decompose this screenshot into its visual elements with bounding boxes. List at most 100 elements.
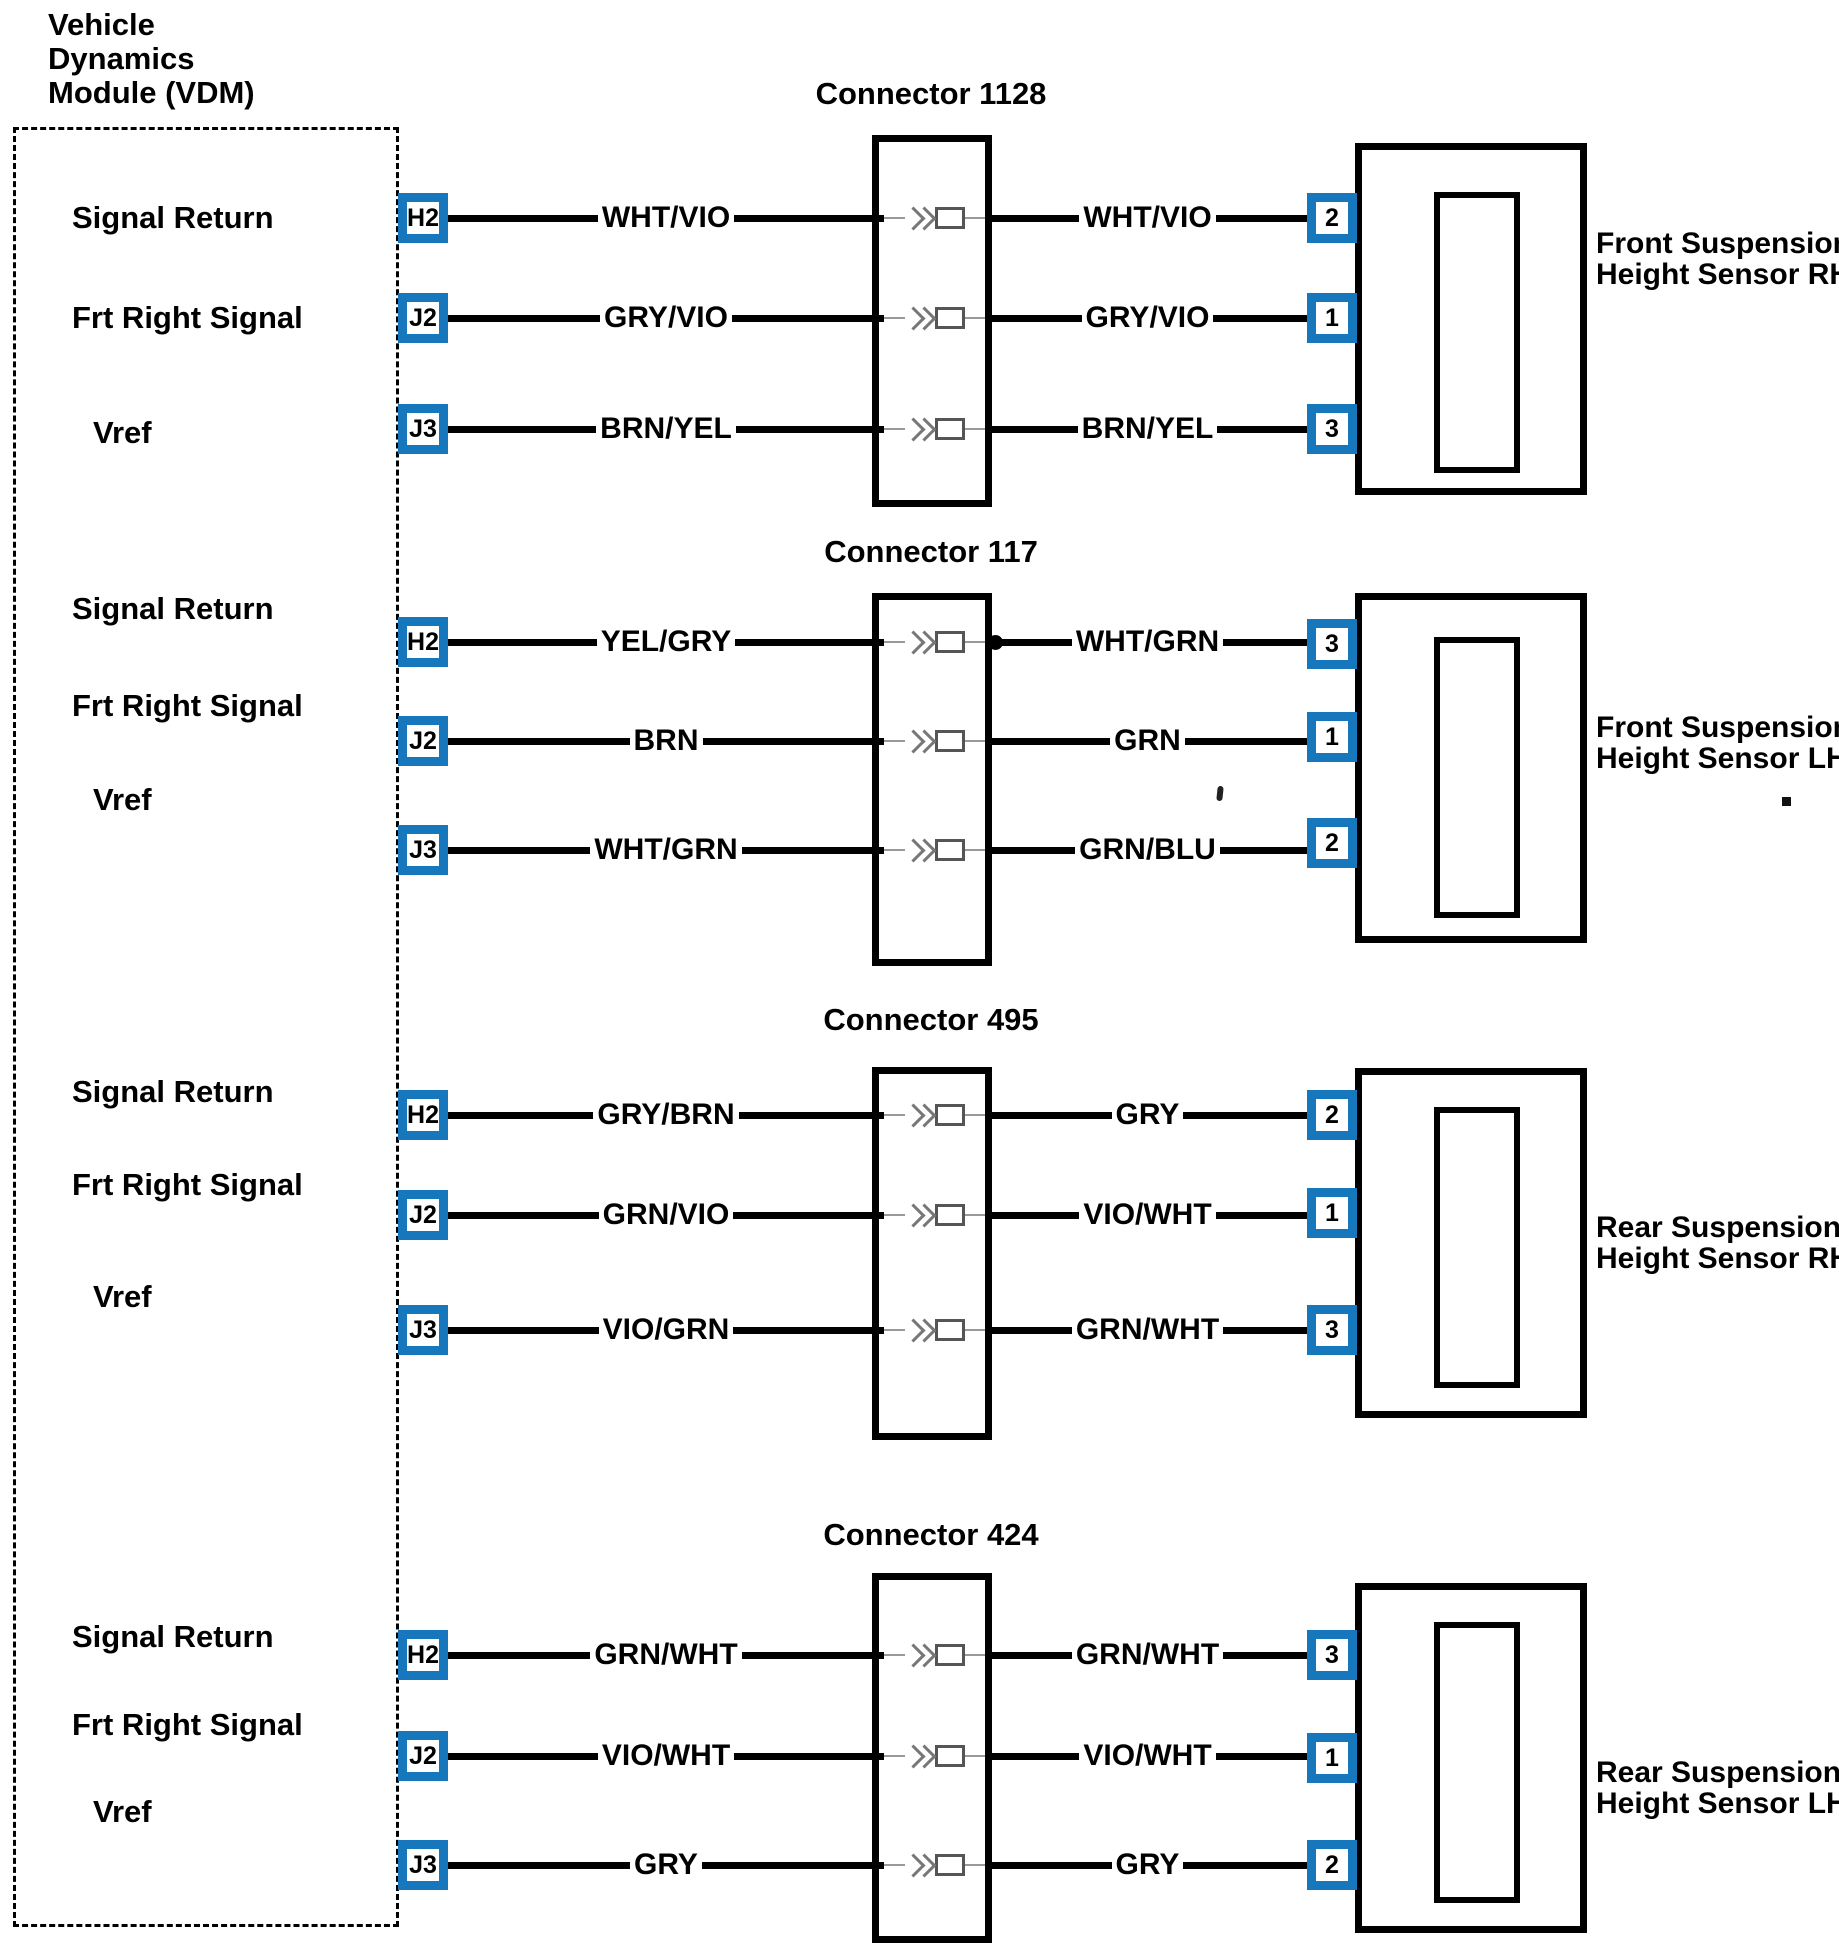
sensor-pin-label: 2 bbox=[1325, 1850, 1339, 1879]
wire: WHT/GRN bbox=[988, 622, 1307, 662]
wire: GRN/BLU bbox=[988, 830, 1307, 870]
sensor-pin-box: 3 bbox=[1307, 404, 1357, 454]
vdm-signal-label: Frt Right Signal bbox=[72, 1167, 303, 1202]
wire-color-label: WHT/GRN bbox=[1075, 625, 1220, 658]
wire: BRN/YEL bbox=[988, 409, 1307, 449]
connector-title: Connector 117 bbox=[824, 534, 1038, 569]
wire-color-label: VIO/GRN bbox=[602, 1313, 730, 1346]
sensor-pin-box: 2 bbox=[1307, 818, 1357, 868]
sensor-pin-label: 2 bbox=[1325, 203, 1339, 232]
wire-color-label: YEL/GRY bbox=[600, 625, 732, 658]
sensor-pin-box: 2 bbox=[1307, 1090, 1357, 1140]
wire-color-label: GRY bbox=[1115, 1098, 1180, 1131]
sensor-label-line: Rear Suspension bbox=[1596, 1211, 1839, 1244]
wire: GRN/WHT bbox=[448, 1635, 884, 1675]
wire-color-label: GRN/VIO bbox=[602, 1198, 730, 1231]
module-pin-box: J3 bbox=[398, 404, 448, 454]
sensor-pin-label: 2 bbox=[1325, 1100, 1339, 1129]
sensor-label-line: Front Suspension bbox=[1596, 227, 1839, 260]
vdm-signal-label: Frt Right Signal bbox=[72, 300, 303, 335]
sensor-pin-label: 1 bbox=[1325, 1198, 1339, 1227]
vdm-signal-label: Signal Return bbox=[72, 591, 274, 626]
splice-rect-icon bbox=[934, 839, 965, 861]
wire-color-label: WHT/VIO bbox=[601, 201, 731, 234]
splice-symbol bbox=[884, 1845, 985, 1885]
sensor-inner-rect bbox=[1434, 1622, 1520, 1903]
wire: WHT/GRN bbox=[448, 830, 884, 870]
wire: GRY bbox=[988, 1845, 1307, 1885]
splice-symbol bbox=[884, 198, 985, 238]
splice-symbol bbox=[884, 830, 985, 870]
vdm-signal-label: Frt Right Signal bbox=[72, 1707, 303, 1742]
splice-symbol bbox=[884, 1095, 985, 1135]
sensor-pin-label: 3 bbox=[1325, 414, 1339, 443]
module-pin-box: J2 bbox=[398, 1731, 448, 1781]
wire: GRY bbox=[988, 1095, 1307, 1135]
wire: GRN bbox=[988, 721, 1308, 761]
sensor-box bbox=[1355, 1068, 1587, 1418]
wire-color-label: WHT/GRN bbox=[594, 833, 738, 866]
sensor-label-line: Height Sensor LH bbox=[1596, 1787, 1839, 1820]
module-pin-label: J2 bbox=[409, 1200, 437, 1229]
wire: GRY/VIO bbox=[988, 298, 1308, 338]
module-pin-label: J2 bbox=[409, 303, 437, 332]
wire-color-label: VIO/WHT bbox=[601, 1739, 731, 1772]
splice-symbol bbox=[884, 1736, 985, 1776]
sensor-label: Front Suspension Height Sensor LH bbox=[1596, 712, 1839, 774]
sensor-pin-label: 2 bbox=[1325, 828, 1339, 857]
module-pin-label: H2 bbox=[407, 627, 439, 656]
splice-symbol bbox=[884, 1310, 985, 1350]
module-pin-box: J2 bbox=[398, 716, 448, 766]
splice-symbol bbox=[884, 409, 985, 449]
splice-rect-icon bbox=[934, 1854, 965, 1876]
wire-color-label: BRN/YEL bbox=[600, 412, 732, 445]
module-pin-box: J2 bbox=[398, 1190, 448, 1240]
module-pin-box: J3 bbox=[398, 1305, 448, 1355]
vdm-signal-label: Vref bbox=[93, 782, 152, 817]
splice-rect-icon bbox=[934, 631, 965, 653]
vdm-title: Vehicle Dynamics Module (VDM) bbox=[48, 8, 255, 110]
wire-color-label: GRY bbox=[1115, 1848, 1180, 1881]
sensor-box bbox=[1355, 593, 1587, 943]
wire-color-label: BRN/YEL bbox=[1081, 412, 1214, 445]
vdm-title-line: Dynamics bbox=[48, 41, 195, 76]
connector-title: Connector 495 bbox=[823, 1002, 1039, 1037]
splice-rect-icon bbox=[934, 1204, 965, 1226]
sensor-label: Front Suspension Height Sensor RH bbox=[1596, 228, 1839, 290]
connector-box bbox=[872, 1067, 992, 1440]
sensor-label: Rear Suspension Height Sensor LH bbox=[1596, 1757, 1839, 1819]
connector-box bbox=[872, 593, 992, 966]
sensor-pin-box: 1 bbox=[1307, 293, 1357, 343]
sensor-pin-box: 3 bbox=[1307, 1305, 1357, 1355]
module-pin-box: H2 bbox=[398, 1630, 448, 1680]
junction-dot bbox=[988, 635, 1003, 650]
module-pin-label: J3 bbox=[409, 1315, 437, 1344]
sensor-pin-label: 3 bbox=[1325, 1315, 1339, 1344]
sensor-label-line: Height Sensor RH bbox=[1596, 1242, 1839, 1275]
splice-rect-icon bbox=[934, 1104, 965, 1126]
module-pin-label: J2 bbox=[409, 1741, 437, 1770]
wire-color-label: BRN bbox=[633, 724, 699, 757]
wire-color-label: WHT/VIO bbox=[1083, 201, 1212, 234]
splice-symbol bbox=[884, 1635, 985, 1675]
splice-rect-icon bbox=[934, 1745, 965, 1767]
module-pin-label: J3 bbox=[409, 1850, 437, 1879]
module-pin-label: H2 bbox=[407, 1640, 439, 1669]
sensor-label-line: Height Sensor RH bbox=[1596, 258, 1839, 291]
wire-color-label: GRN/WHT bbox=[1075, 1638, 1220, 1671]
wire: GRY/VIO bbox=[448, 298, 885, 338]
splice-rect-icon bbox=[934, 1644, 965, 1666]
splice-rect-icon bbox=[934, 418, 965, 440]
wire: VIO/WHT bbox=[988, 1736, 1308, 1776]
splice-symbol bbox=[884, 1195, 985, 1235]
wire-color-label: GRN/WHT bbox=[1075, 1313, 1220, 1346]
sensor-pin-label: 3 bbox=[1325, 629, 1339, 658]
vdm-title-line: Module (VDM) bbox=[48, 75, 255, 110]
sensor-pin-box: 1 bbox=[1307, 712, 1357, 762]
module-pin-box: J3 bbox=[398, 825, 448, 875]
wire-color-label: GRN/WHT bbox=[594, 1638, 738, 1671]
wire-color-label: GRY/BRN bbox=[597, 1098, 735, 1131]
splice-rect-icon bbox=[934, 730, 965, 752]
stray-dot-mark bbox=[1782, 797, 1791, 806]
